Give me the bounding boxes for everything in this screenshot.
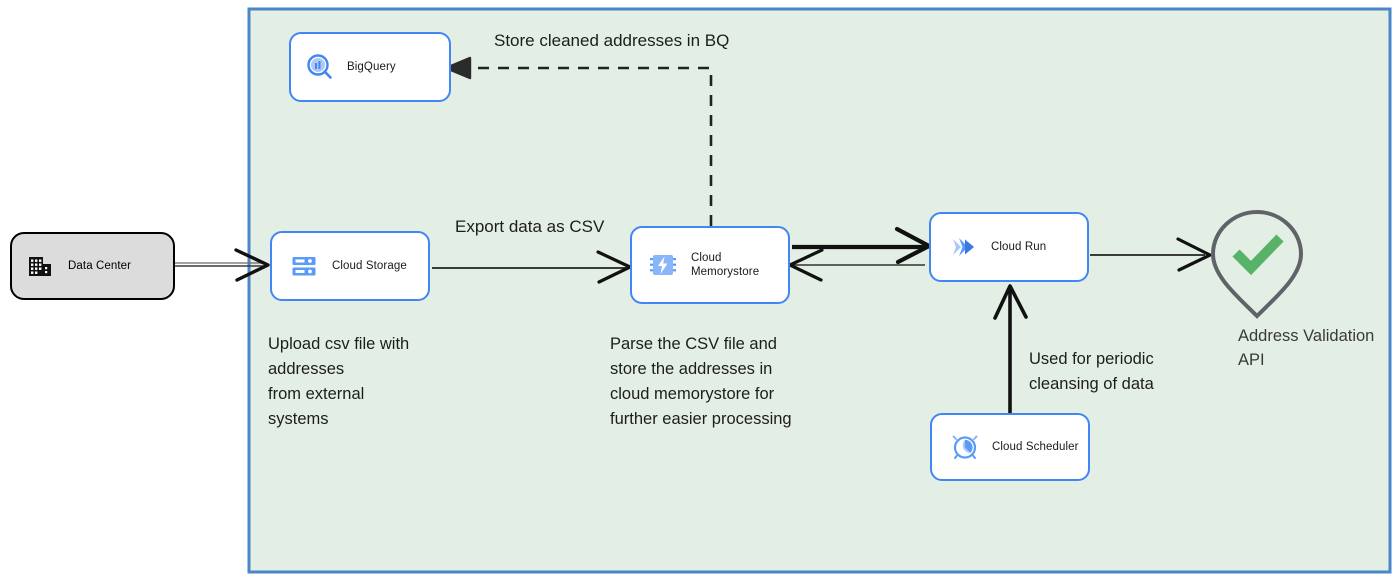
google-cloud-region-boundary — [247, 7, 1392, 574]
node-bigquery-label: BigQuery — [347, 60, 396, 73]
edge-datacenter-to-storage — [175, 248, 270, 282]
cloud-memorystore-icon — [648, 250, 678, 280]
edge-cloudrun-to-memorystore — [788, 248, 925, 282]
node-cloud-run[interactable]: Cloud Run — [929, 212, 1089, 282]
node-cloud-storage-label: Cloud Storage — [332, 259, 407, 272]
node-data-center-label: Data Center — [68, 259, 132, 272]
node-cloud-run-label: Cloud Run — [991, 240, 1047, 253]
node-data-center[interactable]: Data Center — [10, 232, 175, 300]
map-pin-check-icon — [1210, 209, 1304, 319]
cloud-scheduler-icon — [950, 432, 980, 462]
note-parse-csv: Parse the CSV file and store the address… — [610, 335, 792, 429]
node-cloud-memorystore-label: Cloud Memorystore — [691, 251, 760, 278]
edge-cloudrun-to-address-api — [1090, 237, 1212, 272]
node-bigquery[interactable]: BigQuery — [289, 32, 451, 102]
cloud-run-icon — [949, 232, 979, 262]
edge-memorystore-to-bigquery — [444, 56, 713, 226]
edge-label-periodic-cleansing: Used for periodic cleansing of data — [1029, 350, 1154, 394]
edge-scheduler-to-cloudrun — [993, 284, 1028, 413]
edge-label-export-csv: Export data as CSV — [455, 217, 605, 236]
cloud-storage-icon — [290, 252, 318, 280]
bigquery-icon — [305, 52, 335, 82]
node-cloud-scheduler[interactable]: Cloud Scheduler — [930, 413, 1090, 481]
note-upload-csv: Upload csv file with addresses from exte… — [268, 335, 410, 429]
address-validation-api-label: Address Validation API — [1238, 327, 1375, 369]
edge-label-store-cleaned: Store cleaned addresses in BQ — [494, 31, 730, 50]
node-cloud-storage[interactable]: Cloud Storage — [270, 231, 430, 301]
data-center-icon — [26, 252, 54, 280]
node-cloud-scheduler-label: Cloud Scheduler — [992, 440, 1079, 453]
node-cloud-memorystore[interactable]: Cloud Memorystore — [630, 226, 790, 304]
